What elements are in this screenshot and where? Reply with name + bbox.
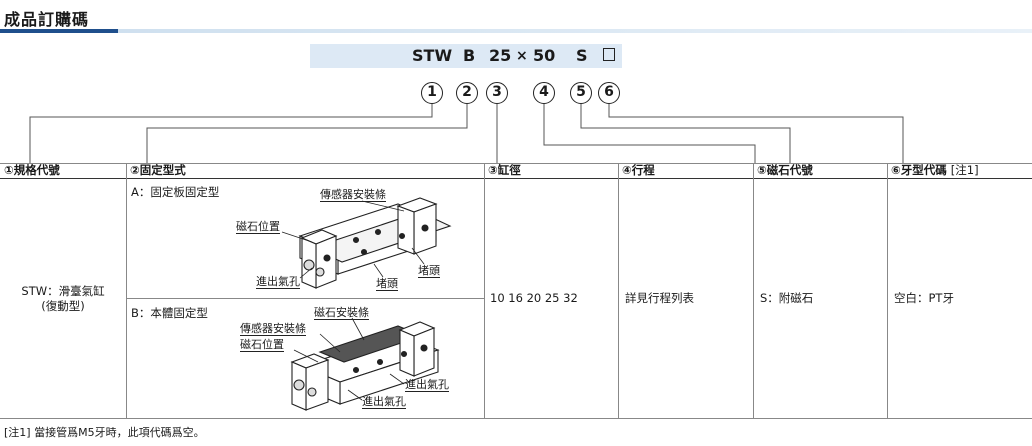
mount-a-head-right-label: 堵頭	[418, 264, 440, 278]
magnet-value: S：附磁石	[760, 291, 814, 305]
mount-b-label: B：本體固定型	[131, 306, 208, 320]
callout-1: 1	[421, 82, 443, 104]
title-underline	[0, 29, 1032, 33]
callout-3: 3	[486, 82, 508, 104]
mount-b-inlet-right-label: 進出氣孔	[405, 378, 449, 392]
mount-a-magnet-pos-label: 磁石位置	[236, 220, 280, 234]
spec-line-1: STW：滑臺氣缸	[21, 284, 105, 298]
mount-b-inlet-lower-label: 進出氣孔	[362, 395, 406, 409]
leaders-a	[281, 200, 425, 279]
footnote: [注1] 當接管爲M5牙時，此項代碼爲空。	[4, 426, 205, 439]
mount-a-head-lower-label: 堵頭	[376, 277, 398, 291]
mount-a-inlet-label: 進出氣孔	[256, 275, 300, 289]
bore-sizes: 10 16 20 25 32	[490, 291, 578, 305]
spec-value: STW：滑臺氣缸 (復動型)	[4, 284, 122, 314]
slide-table-a-illustration	[298, 197, 452, 289]
mount-b-magnet-pos-label: 磁石位置	[240, 338, 284, 352]
callout-5: 5	[570, 82, 592, 104]
section-title: 成品訂購碼	[4, 10, 90, 29]
callout-2: 2	[456, 82, 478, 104]
header-stroke: ④行程	[622, 163, 655, 177]
mount-b-magnet-rail-label: 磁石安裝條	[314, 306, 369, 320]
code-mount: B	[463, 46, 476, 65]
header-thread-code: ⑥牙型代碼 [注1]	[891, 163, 979, 178]
mount-a-label: A：固定板固定型	[131, 185, 220, 199]
spec-line-2: (復動型)	[41, 299, 85, 313]
code-stroke: 50	[533, 46, 556, 65]
mount-a-sensor-rail-label: 傳感器安裝條	[320, 188, 386, 202]
code-times: ×	[516, 48, 528, 64]
table-borders	[0, 163, 1032, 419]
header-spec-code: ①規格代號	[4, 163, 60, 177]
stroke-value: 詳見行程列表	[625, 291, 694, 305]
thread-value: 空白：PT牙	[894, 291, 954, 305]
slide-table-b-illustration	[290, 321, 440, 411]
order-code-bar	[310, 44, 622, 68]
mount-b-sensor-rail-label: 傳感器安裝條	[240, 322, 306, 336]
header-thread-note: [注1]	[950, 163, 979, 177]
callout-4: 4	[533, 82, 555, 104]
leaders-b	[293, 317, 405, 401]
header-magnet-code: ⑤磁石代號	[757, 163, 813, 177]
header-thread-label: ⑥牙型代碼	[891, 163, 947, 177]
header-bore: ③缸徑	[488, 163, 521, 177]
leader-lines	[29, 104, 904, 163]
code-bore: 25	[489, 46, 512, 65]
callout-6: 6	[598, 82, 620, 104]
code-magnet: S	[576, 46, 588, 65]
code-series: STW	[412, 46, 453, 65]
header-mount-type: ②固定型式	[130, 163, 186, 177]
code-thread-box-icon	[603, 48, 615, 61]
